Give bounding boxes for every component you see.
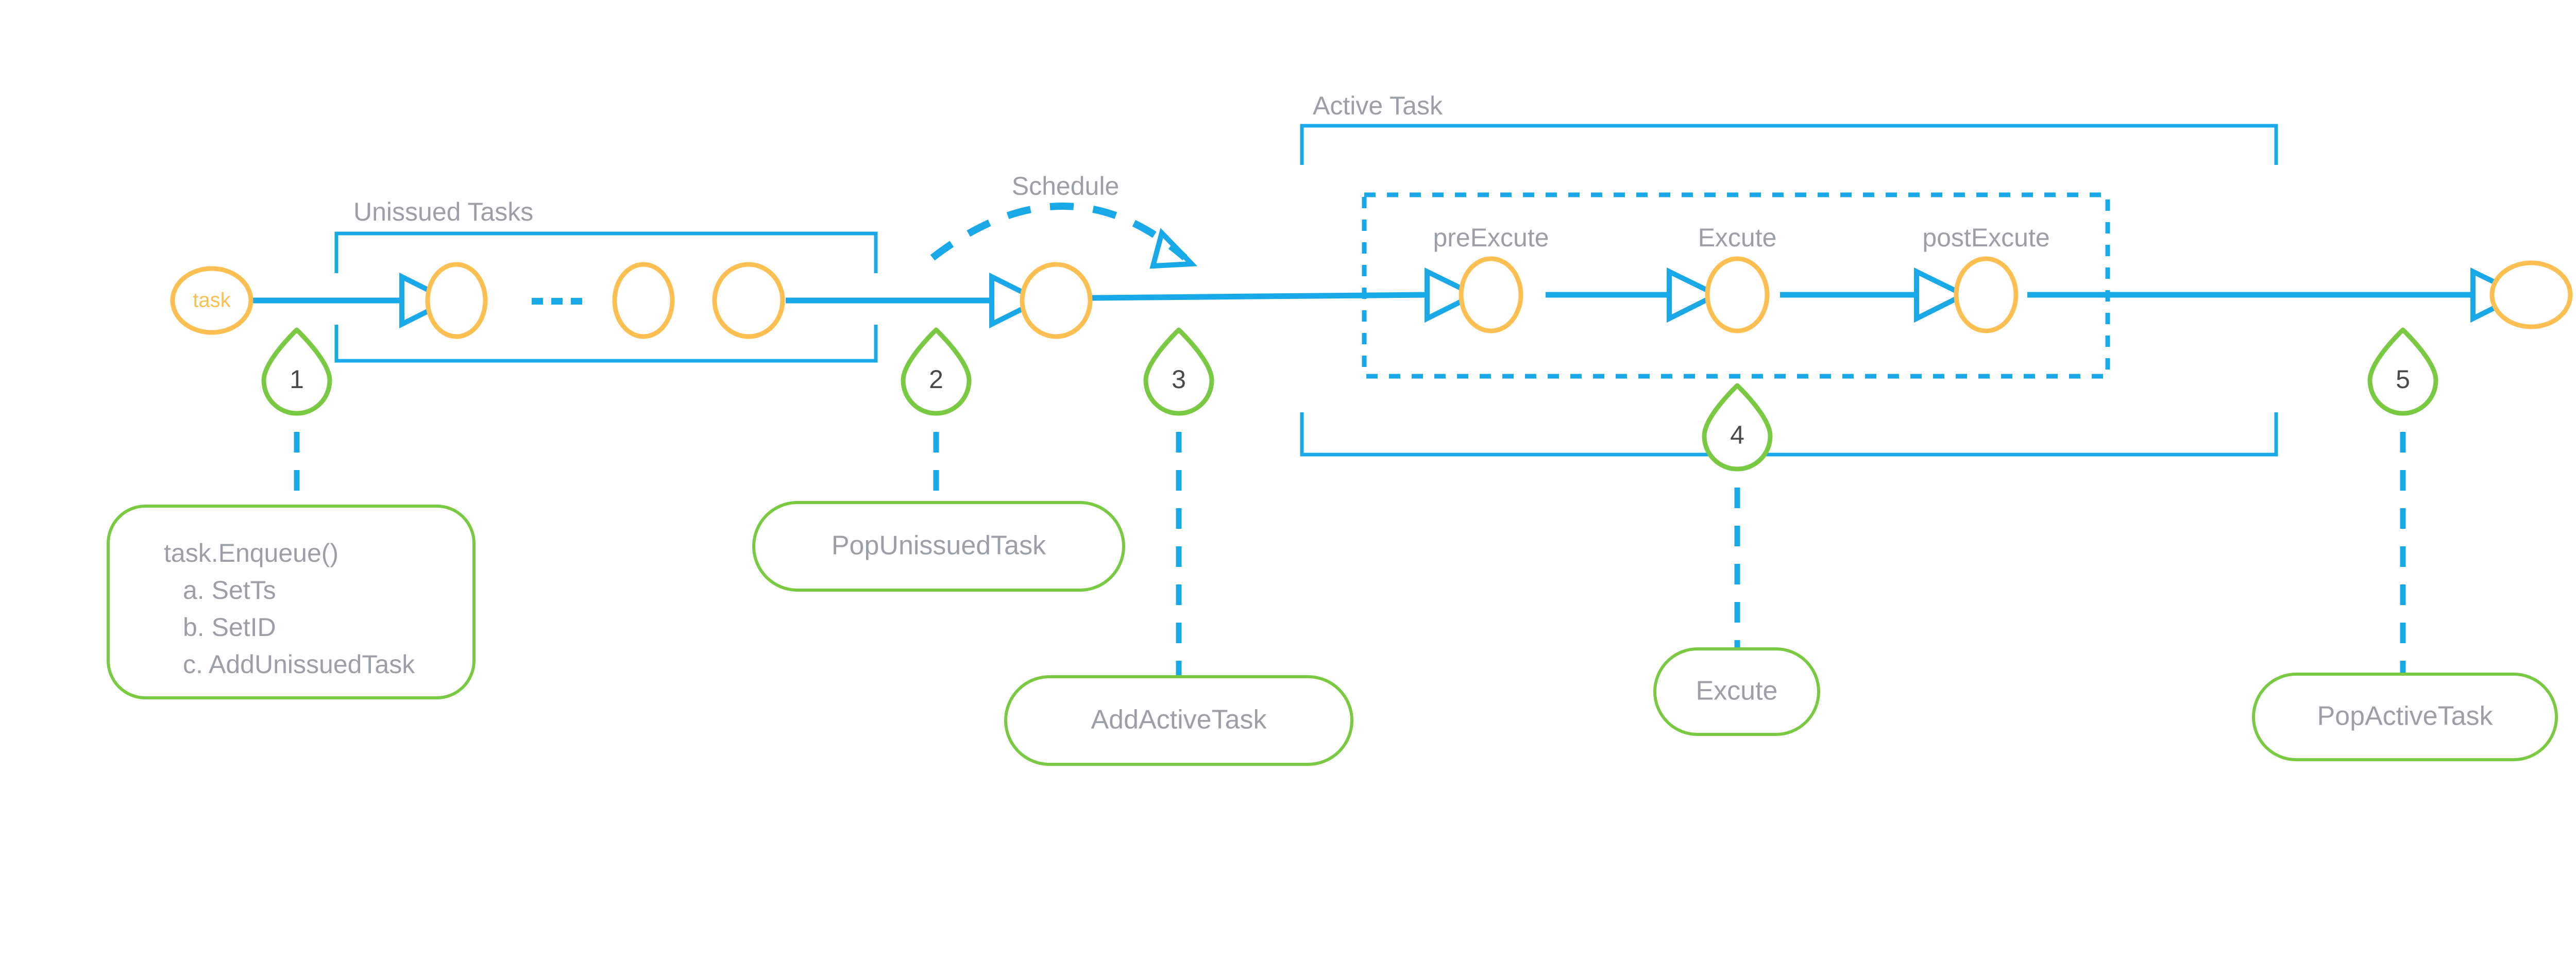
add-active-task-label: AddActiveTask — [1091, 705, 1267, 735]
bracket-bottom — [334, 325, 878, 363]
arrow-head-icon-3 — [1425, 267, 1481, 323]
enqueue-note-line-4: c. AddUnissuedTask — [183, 650, 415, 679]
node-excute[interactable] — [1705, 256, 1770, 333]
flow-edges — [250, 292, 2473, 304]
stage-label-preexcute: preExcute — [1433, 223, 1549, 252]
step-marker-4[interactable]: 4 — [1702, 383, 1773, 472]
step-marker-1-number: 1 — [290, 365, 304, 394]
callout-add-active-task[interactable]: AddActiveTask — [1004, 675, 1353, 766]
callout-excute[interactable]: Excute — [1653, 647, 1820, 736]
unissued-tasks-bracket: Unissued Tasks — [334, 197, 878, 363]
schedule-annotation: Schedule — [930, 172, 1198, 269]
node-queued-1[interactable] — [425, 262, 488, 339]
active-bracket-top — [1300, 124, 2278, 165]
enqueue-note-line-2: a. SetTs — [183, 576, 276, 605]
edge-scheduled-to-preexcute — [1092, 292, 1428, 301]
arrow-head-icon-5 — [1914, 267, 1970, 323]
callout-pop-unissued-task[interactable]: PopUnissuedTask — [752, 501, 1125, 592]
node-done[interactable] — [2489, 260, 2573, 329]
pop-unissued-task-label: PopUnissuedTask — [832, 531, 1046, 561]
active-bracket-bottom — [1300, 412, 2278, 457]
schedule-arrow-head-icon — [1149, 228, 1198, 269]
excute-phase-dotted-box — [1362, 192, 2110, 379]
node-post-excute[interactable] — [1954, 256, 2019, 333]
stage-label-excute: Excute — [1698, 223, 1777, 252]
stage-label-postexcute: postExcute — [1922, 223, 2049, 252]
node-queued-2[interactable] — [612, 262, 675, 339]
ellipsis-dots-icon — [532, 298, 582, 305]
active-task-label: Active Task — [1313, 91, 1443, 120]
step-marker-2-number: 2 — [929, 365, 943, 394]
step-marker-3-number: 3 — [1172, 365, 1186, 394]
arrow-head-icon-2 — [989, 272, 1045, 329]
enqueue-note-line-3: b. SetID — [183, 613, 276, 642]
step-marker-4-number: 4 — [1730, 421, 1744, 449]
node-queued-3[interactable] — [712, 262, 785, 339]
node-scheduled[interactable] — [1020, 262, 1093, 339]
step-markers: 1 2 3 4 5 — [261, 327, 2438, 472]
bracket-top — [334, 231, 878, 273]
pop-active-task-label: PopActiveTask — [2317, 701, 2493, 731]
node-task-label: task — [193, 289, 231, 312]
arrow-head-icon-1 — [399, 272, 455, 329]
schedule-arc-path — [930, 203, 1188, 261]
flow-nodes: task — [170, 256, 2573, 339]
step-marker-3[interactable]: 3 — [1143, 327, 1214, 416]
enqueue-note-line-1: task.Enqueue() — [164, 539, 338, 567]
step-marker-1[interactable]: 1 — [261, 327, 332, 416]
excute-callout-label: Excute — [1696, 676, 1778, 706]
callout-connectors — [294, 394, 2406, 678]
stage-labels: preExcute Excute postExcute — [1433, 223, 2049, 252]
active-task-bracket: Active Task — [1300, 91, 2278, 457]
arrow-head-icon-4 — [1667, 267, 1723, 323]
callout-enqueue-note[interactable]: task.Enqueue() a. SetTs b. SetID c. AddU… — [107, 505, 476, 699]
unissued-tasks-label: Unissued Tasks — [353, 197, 533, 226]
schedule-label: Schedule — [1012, 172, 1120, 200]
node-pre-excute[interactable] — [1459, 256, 1523, 333]
step-marker-5[interactable]: 5 — [2367, 327, 2438, 416]
node-task[interactable]: task — [170, 266, 253, 335]
step-marker-5-number: 5 — [2396, 365, 2410, 394]
step-marker-2[interactable]: 2 — [901, 327, 972, 416]
callout-pop-active-task[interactable]: PopActiveTask — [2252, 673, 2558, 761]
